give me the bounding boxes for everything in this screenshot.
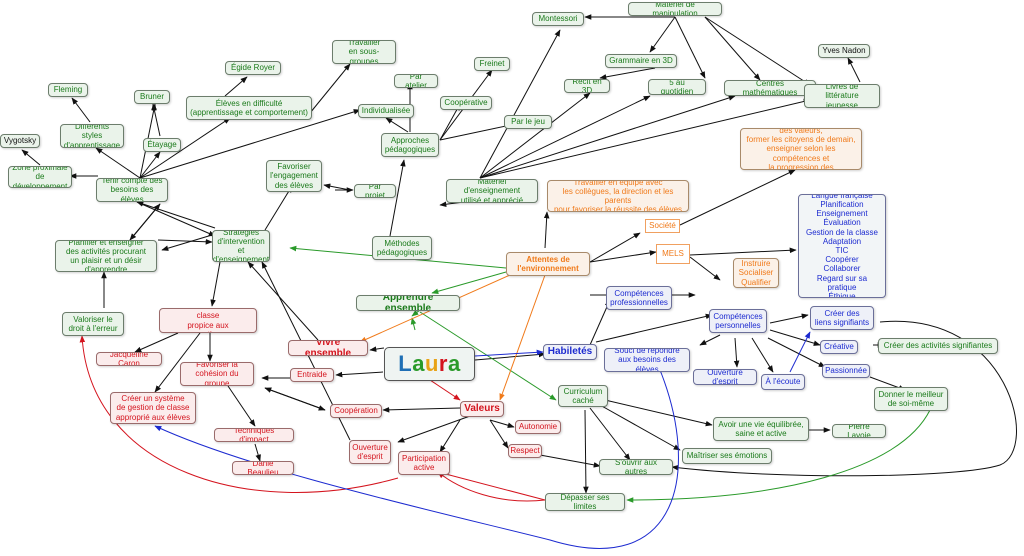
node-souci-repondre: Souci de répondre aux besoins des élèves [604, 348, 690, 372]
node-competences-list: Culture Langue française Planification E… [798, 194, 886, 298]
node-cooperation: Coopération [330, 404, 382, 418]
node-entraide: Entraide [290, 368, 334, 382]
center-letter-5: a [447, 351, 461, 377]
node-societe: Société [645, 219, 680, 233]
node-participation-active: Participation active [398, 451, 450, 475]
node-jacqueline-caron: Jacqueline Caron [96, 352, 162, 366]
node-creer-activites: Créer des activités signifiantes [878, 338, 998, 354]
node-eleves-difficulte: Élèves en difficulté (apprentissage et c… [186, 96, 312, 120]
node-competences-pro: Compétences professionnelles [606, 286, 672, 310]
node-montessori: Montessori [532, 12, 584, 26]
node-instruire: Instruire Socialiser Qualifier [733, 258, 779, 288]
node-differents-styles: Différents styles d'apprentissage [60, 124, 124, 148]
node-centres-math: Centres mathématiques [724, 80, 816, 96]
node-grammaire-3d: Grammaire en 3D [605, 54, 677, 68]
node-individualisee: Individualisée [358, 104, 414, 118]
node-par-atelier: Par atelier [394, 74, 438, 88]
node-travailler-sous-groupes: Travailler en sous-groupes [332, 40, 396, 64]
node-competences-perso: Compétences personnelles [709, 309, 767, 333]
node-par-projet: Par projet [354, 184, 396, 198]
node-livres-litterature: Livres de littérature jeunesse [804, 84, 880, 108]
node-egide-royer: Égide Royer [225, 61, 281, 75]
node-materiel-manip: Matériel de manipulation [628, 2, 722, 16]
center-letter-3: u [424, 351, 439, 377]
node-creative: Créative [820, 340, 858, 354]
node-etayage: Étayage [143, 138, 181, 152]
node-valeurs: Valeurs [460, 401, 504, 417]
node-valoriser-erreur: Valoriser le droit à l'erreur [62, 312, 124, 336]
node-vygotsky: Vygotsky [0, 134, 40, 148]
node-apprendre-ensemble: Apprendre ensemble [356, 295, 460, 311]
node-s-ouvrir: S'ouvrir aux autres [599, 459, 673, 475]
node-bruner: Bruner [134, 90, 170, 104]
node-planifier: Planifier et enseigner des activités pro… [55, 240, 157, 272]
node-creer-systeme: Créer un système de gestion de classe ap… [110, 392, 196, 424]
node-yves-nadon: Yves Nadon [818, 44, 870, 58]
node-pierre-lavoie: Pierre Lavoie [832, 424, 886, 438]
node-freinet: Freinet [474, 57, 510, 71]
node-passionnee: Passionnée [822, 364, 870, 378]
node-par-le-jeu: Par le jeu [504, 115, 552, 129]
node-habiletes: Habiletés [543, 344, 597, 360]
node-tenir-compte: Tenir compte des besoins des élèves [96, 178, 168, 202]
node-favoriser-cohesion: Favoriser la cohésion du groupe [180, 362, 254, 386]
node-curriculum-cache: Curriculum caché [558, 385, 608, 407]
node-ouverture-esprit-red: Ouverture d'esprit [349, 440, 391, 464]
node-materiel-enseignement: Matériel d'enseignement utilisé et appré… [446, 179, 538, 203]
node-zone-proximale: Zone proximale de développement [8, 166, 72, 188]
center-letter-2: a [412, 351, 425, 377]
node-a-l-ecoute: À l'écoute [761, 374, 805, 390]
center-letter-1: L [398, 351, 413, 377]
node-vivre-ensemble: Vivre ensemble [288, 340, 368, 356]
node-ouverture-esprit-blue: Ouverture d'esprit [693, 369, 757, 385]
node-avoir-vie: Avoir une vie équilibrée, saine et activ… [713, 417, 809, 441]
node-donner-meilleur: Donner le meilleur de soi-même [874, 387, 948, 411]
node-cooperative: Coopérative [440, 96, 492, 110]
node-respect: Respect [508, 444, 542, 458]
node-techniques-impact: Techniques d'impact [214, 428, 294, 442]
node-travailler-equipe: Travailler en équipe avec les collègues,… [547, 180, 689, 212]
node-methodes-pedago: Méthodes pédagogiques [372, 236, 432, 260]
node-maitriser-emotions: Maîtriser ses émotions [682, 448, 772, 464]
node-creer-climat: Créer un climat de classe propice aux ap… [159, 308, 257, 333]
node-attentes: Attentes de l'environnement [506, 252, 590, 276]
node-depasser-limites: Dépasser ses limites [545, 493, 625, 511]
node-approches-pedago: Approches pédagogiques [381, 133, 439, 157]
node-creer-liens: Créer des liens signifiants [810, 306, 874, 330]
node-favoriser-engagement: Favoriser l'engagement des élèves [266, 160, 322, 192]
node-strategies: Stratégies d'intervention et d'enseignem… [212, 230, 270, 262]
node-recit-3d: Récit en 3D [564, 79, 610, 93]
node-cinq-quotidien: 5 au quotidien [648, 79, 706, 95]
node-etre-modele: Être un modèle transmettant des valeurs,… [740, 128, 862, 170]
node-fleming: Fleming [48, 83, 88, 97]
node-autonomie: Autonomie [515, 420, 561, 434]
node-mels: MELS [656, 244, 690, 264]
center-letter-4: r [438, 351, 448, 377]
node-danie-beaulieu: Danie Beaulieu [232, 461, 294, 475]
